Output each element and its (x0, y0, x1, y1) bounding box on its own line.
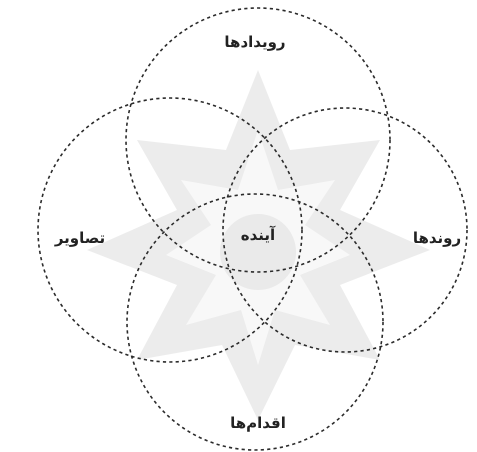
label-actions: اقدام‌ها (230, 414, 286, 432)
label-events: رویدادها (224, 33, 285, 51)
label-future-center: آینده (241, 226, 276, 244)
background-rosette-ornament (87, 70, 430, 420)
label-trends: روندها (413, 229, 461, 247)
label-images: تصاویر (54, 229, 105, 247)
